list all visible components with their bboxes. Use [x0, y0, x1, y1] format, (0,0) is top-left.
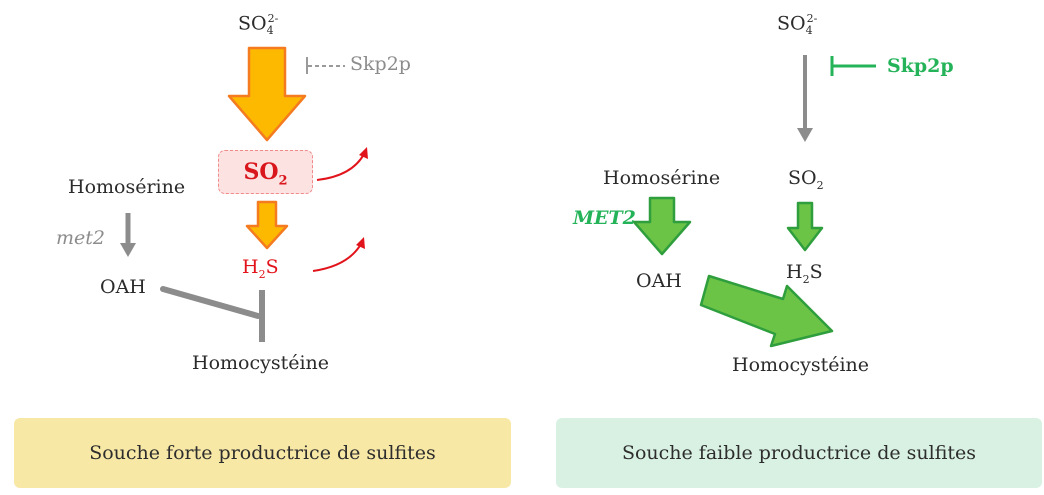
left-so2-release-arrowhead	[359, 147, 368, 159]
right-met2-label: MET2	[573, 207, 636, 229]
right-caption-box: Souche faible productrice de sulfites	[556, 418, 1042, 488]
right-so2-to-h2s-arrow	[786, 201, 824, 252]
right-h2s-label: H2S	[786, 261, 823, 286]
right-so4-label: SO42-	[777, 12, 818, 38]
left-homoserine-label: Homosérine	[68, 176, 186, 198]
right-homoserine-label: Homosérine	[603, 167, 721, 189]
left-h2s-label: H2S	[242, 256, 279, 281]
left-so2-label: SO2	[243, 159, 288, 189]
right-oah-to-homocysteine-arrow	[699, 274, 834, 348]
left-h2s-release-arrow	[312, 243, 362, 272]
left-so4-to-so2-arrow	[227, 46, 307, 142]
left-homocysteine-label: Homocystéine	[192, 352, 330, 374]
left-h2s-release-arrowhead	[356, 237, 365, 249]
left-so2-to-h2s-arrow	[245, 200, 289, 250]
left-oah-label: OAH	[100, 276, 146, 298]
left-oah-to-homocysteine-line	[160, 286, 261, 319]
left-met2-label: met2	[56, 227, 105, 249]
left-so2-release-arrow	[316, 153, 365, 181]
left-skp2p-label: Skp2p	[350, 53, 411, 75]
left-caption-box: Souche forte productrice de sulfites	[14, 418, 511, 488]
right-oah-label: OAH	[636, 270, 682, 292]
right-skp2p-label: Skp2p	[887, 55, 954, 77]
right-so2-label: SO2	[788, 167, 824, 192]
left-so2-box: SO2	[218, 150, 313, 194]
right-so4-to-so2-arrowhead	[797, 128, 813, 142]
left-so4-label: SO42-	[238, 12, 279, 38]
right-met2-arrow	[632, 196, 692, 256]
left-caption-text: Souche forte productrice de sulfites	[89, 442, 436, 464]
right-homocysteine-label: Homocystéine	[732, 354, 870, 376]
left-met2-arrowhead	[120, 243, 136, 257]
right-caption-text: Souche faible productrice de sulfites	[621, 442, 977, 464]
